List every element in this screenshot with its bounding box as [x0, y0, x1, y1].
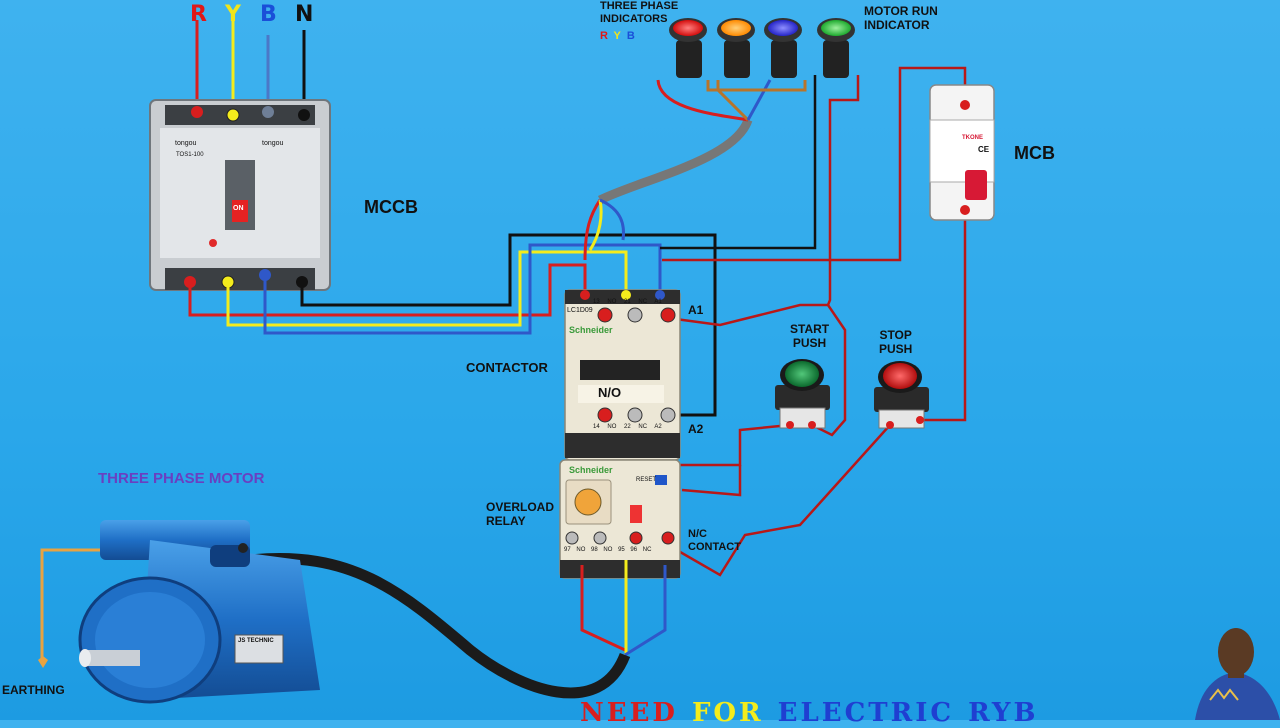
- ryb-small-label: RYB: [600, 30, 641, 42]
- footer-word-3: ELECTRIC: [777, 698, 955, 728]
- stop-push-label: STOP PUSH: [879, 328, 913, 357]
- contactor-model-text: LC1D09: [567, 307, 593, 314]
- supply-lines: [195, 20, 306, 110]
- mcb-breaker: [929, 84, 995, 221]
- mccb-model-text: TOS1-100: [176, 152, 204, 158]
- contactor: [564, 289, 681, 461]
- overload-relay-label: OVERLOAD RELAY: [486, 500, 555, 529]
- footer-channel-banner: NEED FOR ELECTRIC RYB: [580, 700, 1052, 726]
- indicator-orange: [717, 18, 755, 78]
- start-push-label: START PUSH: [790, 322, 830, 351]
- overload-brand-text: Schneider: [569, 465, 613, 475]
- nc-contact-label: N/C CONTACT: [688, 528, 741, 554]
- mccb-on-text: ON: [233, 205, 244, 212]
- indicator-red: [669, 18, 707, 78]
- mcb-ce-text: CE: [978, 145, 990, 154]
- mcb-label: MCB: [1014, 143, 1055, 163]
- three-phase-motor: [38, 520, 320, 704]
- indicator-green-motor-run: [817, 18, 855, 78]
- three-phase-motor-label: THREE PHASE MOTOR: [98, 470, 265, 487]
- motor-run-indicator-label: MOTOR RUN INDICATOR: [864, 4, 938, 33]
- phase-y-label: Y: [225, 2, 241, 27]
- footer-word-2: FOR: [691, 698, 764, 728]
- phase-r-label: R: [190, 2, 207, 27]
- overload-terminal-labels: 97 NO 98 NO 95 96 NC: [564, 547, 652, 553]
- control-wires: [598, 66, 967, 577]
- mccb-breaker: [149, 99, 331, 291]
- mccb-brand-right-text: tongou: [262, 140, 284, 147]
- motor-nameplate-text: JS TECHNIC: [238, 638, 274, 644]
- presenter-avatar: [1195, 628, 1280, 720]
- a1-terminal-label: A1: [688, 303, 704, 317]
- three-phase-indicators-label: THREE PHASE INDICATORS: [600, 0, 679, 26]
- earthing-label: EARTHING: [2, 683, 65, 697]
- indicator-cable: [583, 79, 807, 261]
- a2-terminal-label: A2: [688, 422, 704, 436]
- contactor-brand-text: Schneider: [569, 325, 613, 335]
- mcb-brand-text: TKONE: [962, 135, 983, 141]
- overload-reset-text: RESET: [636, 477, 657, 483]
- contactor-bottom-terminal-labels: 14 NO 22 NC A2: [593, 424, 662, 430]
- footer-word-1: NEED: [580, 698, 678, 728]
- phase-b-label: B: [260, 2, 277, 27]
- footer-word-4: RYB: [968, 698, 1039, 728]
- start-push-button: [775, 359, 830, 429]
- stop-push-button: [874, 361, 929, 429]
- no-contact-label: N/O: [598, 385, 622, 400]
- mccb-label: MCCB: [364, 197, 418, 217]
- indicator-blue: [764, 18, 802, 78]
- phase-n-label: N: [295, 2, 314, 27]
- overload-to-motor-wires: [249, 552, 667, 699]
- mccb-brand-left-text: tongou: [175, 140, 197, 147]
- contactor-label: CONTACTOR: [466, 360, 548, 375]
- contactor-top-terminal-labels: 13 NO 21 NC A1: [593, 299, 662, 305]
- mccb-to-contactor-wires: [188, 233, 717, 417]
- mccb-terminals-top: [191, 106, 310, 122]
- overload-relay: [559, 459, 681, 579]
